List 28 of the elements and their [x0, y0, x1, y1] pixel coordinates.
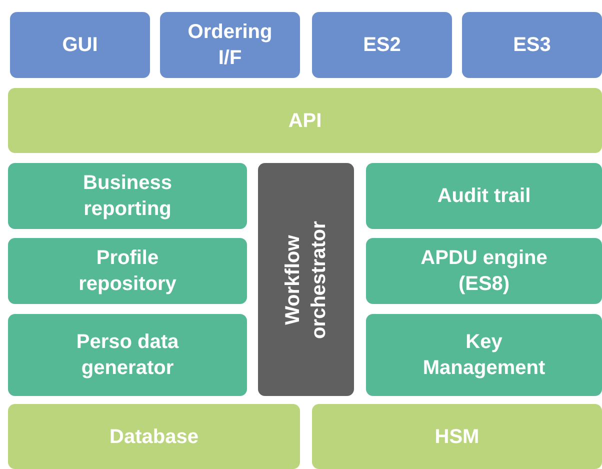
- layer-band: [8, 88, 602, 153]
- orchestrator-bar: [258, 163, 354, 396]
- layer-box: [10, 12, 150, 78]
- node-label: Workflow orchestrator: [281, 220, 331, 340]
- node-label: Database: [110, 424, 198, 450]
- node-label: Key Management: [422, 330, 546, 381]
- module-box: [8, 163, 247, 229]
- node-label: GUI: [62, 33, 98, 58]
- node-label: Audit trail: [437, 184, 531, 209]
- node-label: ES3: [513, 33, 551, 58]
- module-box: [366, 163, 602, 229]
- layer-band: [312, 404, 602, 469]
- module-box: [366, 314, 602, 396]
- node-label: Business reporting: [82, 171, 173, 222]
- module-box: [8, 314, 247, 396]
- layer-band: [8, 404, 300, 469]
- node-label: HSM: [434, 424, 480, 450]
- layer-box: [312, 12, 452, 78]
- layer-box: [462, 12, 602, 78]
- layer-box: [160, 12, 300, 78]
- node-label: Perso data generator: [75, 330, 180, 381]
- node-label: ES2: [363, 33, 401, 58]
- node-label: APDU engine (ES8): [420, 246, 548, 297]
- node-label: Ordering I/F: [188, 20, 272, 71]
- node-label: Profile repository: [78, 246, 178, 297]
- module-box: [8, 238, 247, 304]
- node-label: API: [288, 108, 322, 134]
- module-box: [366, 238, 602, 304]
